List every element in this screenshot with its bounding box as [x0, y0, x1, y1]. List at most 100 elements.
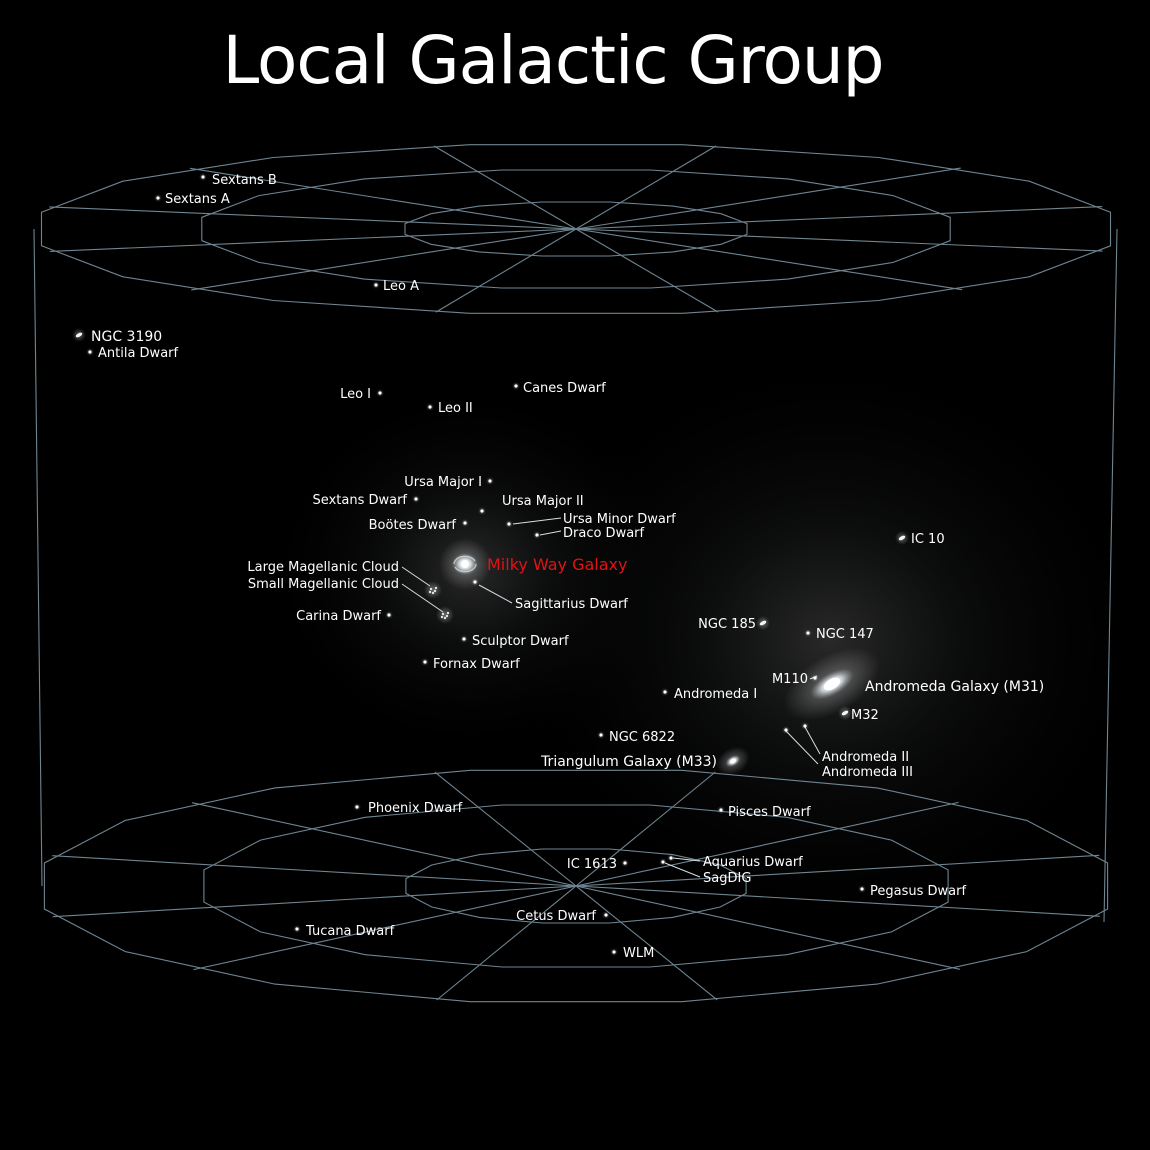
ursa-minor-dwarf-mark — [505, 520, 513, 528]
sextans-dwarf-dot — [414, 497, 418, 501]
ngc-6822-mark — [597, 731, 605, 739]
large-magellanic-cloud-speck — [431, 591, 435, 595]
fornax-dwarf-mark — [421, 658, 429, 666]
leo-a-dot — [374, 283, 378, 287]
large-magellanic-cloud-leader — [401, 566, 431, 587]
leo-i-label: Leo I — [340, 387, 371, 402]
draco-dwarf-mark — [533, 531, 541, 539]
draco-dwarf-label: Draco Dwarf — [563, 526, 645, 541]
bottom-disc-spoke — [575, 885, 961, 970]
bottom-disc-spoke — [434, 771, 577, 887]
small-magellanic-cloud-label: Small Magellanic Cloud — [248, 577, 399, 592]
triangulum-galaxy-m33-core — [730, 758, 736, 764]
ursa-minor-dwarf-label: Ursa Minor Dwarf — [563, 512, 676, 527]
m110-label: M110 — [772, 672, 808, 687]
large-magellanic-cloud-mark — [424, 581, 442, 599]
sagittarius-dwarf-leader — [478, 584, 513, 604]
m32-body — [841, 710, 849, 716]
top-disc-ring-2 — [201, 169, 951, 289]
small-magellanic-cloud-mark — [436, 606, 454, 624]
antila-dwarf-dot — [88, 350, 92, 354]
top-disc-spoke — [49, 206, 577, 230]
leo-ii-dot — [428, 405, 432, 409]
ic-1613-dot — [623, 861, 627, 865]
ursa-major-i-mark — [486, 477, 494, 485]
milky-way-galaxy-arm — [454, 563, 477, 573]
large-magellanic-cloud-speck — [433, 589, 437, 593]
large-magellanic-cloud-speck — [428, 590, 432, 594]
milky-way-galaxy-mark — [439, 538, 491, 590]
sextans-dwarf-mark — [412, 495, 420, 503]
top-disc-ring-1 — [40, 144, 1112, 314]
ic-1613-mark — [621, 859, 629, 867]
sextans-a-dot — [156, 196, 160, 200]
bottom-disc-spoke — [52, 885, 577, 918]
pisces-dwarf-label: Pisces Dwarf — [728, 805, 811, 820]
leo-ii-label: Leo II — [438, 401, 473, 416]
small-magellanic-cloud-halo — [436, 606, 454, 624]
aquarius-dwarf-mark — [667, 854, 675, 862]
aquarius-dwarf-label: Aquarius Dwarf — [703, 855, 803, 870]
aquarius-dwarf-dot — [669, 856, 673, 860]
leo-a-label: Leo A — [383, 279, 419, 294]
sextans-b-mark — [199, 173, 207, 181]
ngc-3190-mark — [72, 328, 86, 342]
small-magellanic-cloud-speck — [443, 616, 447, 620]
ngc-185-label: NGC 185 — [698, 617, 756, 632]
sagdig-leader — [664, 862, 701, 878]
tucana-dwarf-dot — [295, 927, 299, 931]
canes-dwarf-dot — [514, 384, 518, 388]
sagittarius-dwarf-label: Sagittarius Dwarf — [515, 597, 628, 612]
ngc-6822-label: NGC 6822 — [609, 730, 675, 745]
sextans-dwarf-label: Sextans Dwarf — [313, 493, 408, 508]
sculptor-dwarf-label: Sculptor Dwarf — [472, 634, 569, 649]
sagittarius-dwarf-mark — [471, 578, 479, 586]
phoenix-dwarf-dot — [355, 805, 359, 809]
bottom-disc-ring-1 — [43, 769, 1109, 1003]
draco-dwarf-dot — [535, 533, 539, 537]
ngc-185-body — [759, 620, 767, 626]
andromeda-i-dot — [663, 690, 667, 694]
bottom-disc-spoke — [575, 885, 1100, 917]
sagdig-dot — [661, 860, 665, 864]
leader-lines — [401, 517, 821, 878]
bottom-disc-spoke — [575, 885, 718, 1001]
m32-mark — [838, 706, 852, 720]
cetus-dwarf-mark — [602, 911, 610, 919]
cylinder-left-edge — [33, 228, 43, 887]
andromeda-galaxy-m31-label: Andromeda Galaxy (M31) — [865, 679, 1044, 695]
ngc-6822-dot — [599, 733, 603, 737]
fornax-dwarf-label: Fornax Dwarf — [433, 657, 520, 672]
phoenix-dwarf-mark — [353, 803, 361, 811]
milky-way-galaxy-arm — [453, 555, 476, 565]
cylinder-right-edge — [1103, 228, 1118, 923]
leo-a-mark — [372, 281, 380, 289]
ic-10-mark — [895, 531, 909, 545]
leo-i-mark — [376, 389, 384, 397]
pegasus-dwarf-label: Pegasus Dwarf — [870, 884, 966, 899]
sagdig-label: SagDIG — [703, 871, 751, 886]
top-disc-spoke — [189, 167, 577, 230]
large-magellanic-cloud-label: Large Magellanic Cloud — [247, 560, 399, 575]
bootes-dwarf-label: Boötes Dwarf — [369, 518, 457, 533]
carina-dwarf-label: Carina Dwarf — [296, 609, 381, 624]
andromeda-iii-label: Andromeda III — [822, 765, 913, 780]
bottom-disc-spoke — [575, 801, 959, 887]
ursa-major-i-label: Ursa Major I — [404, 475, 482, 490]
top-disc-spoke — [575, 228, 719, 313]
andromeda-i-label: Andromeda I — [674, 687, 757, 702]
andromeda-ii-dot — [784, 728, 788, 732]
sculptor-dwarf-dot — [462, 637, 466, 641]
m32-label: M32 — [851, 708, 879, 723]
bottom-disc-spoke — [575, 771, 716, 887]
top-disc-spoke — [575, 167, 961, 230]
phoenix-dwarf-label: Phoenix Dwarf — [368, 801, 463, 816]
leo-i-dot — [378, 391, 382, 395]
tucana-dwarf-mark — [293, 925, 301, 933]
ngc-147-dot — [806, 631, 810, 635]
sextans-a-label: Sextans A — [165, 192, 230, 207]
ursa-major-i-dot — [488, 479, 492, 483]
carina-dwarf-mark — [385, 611, 393, 619]
